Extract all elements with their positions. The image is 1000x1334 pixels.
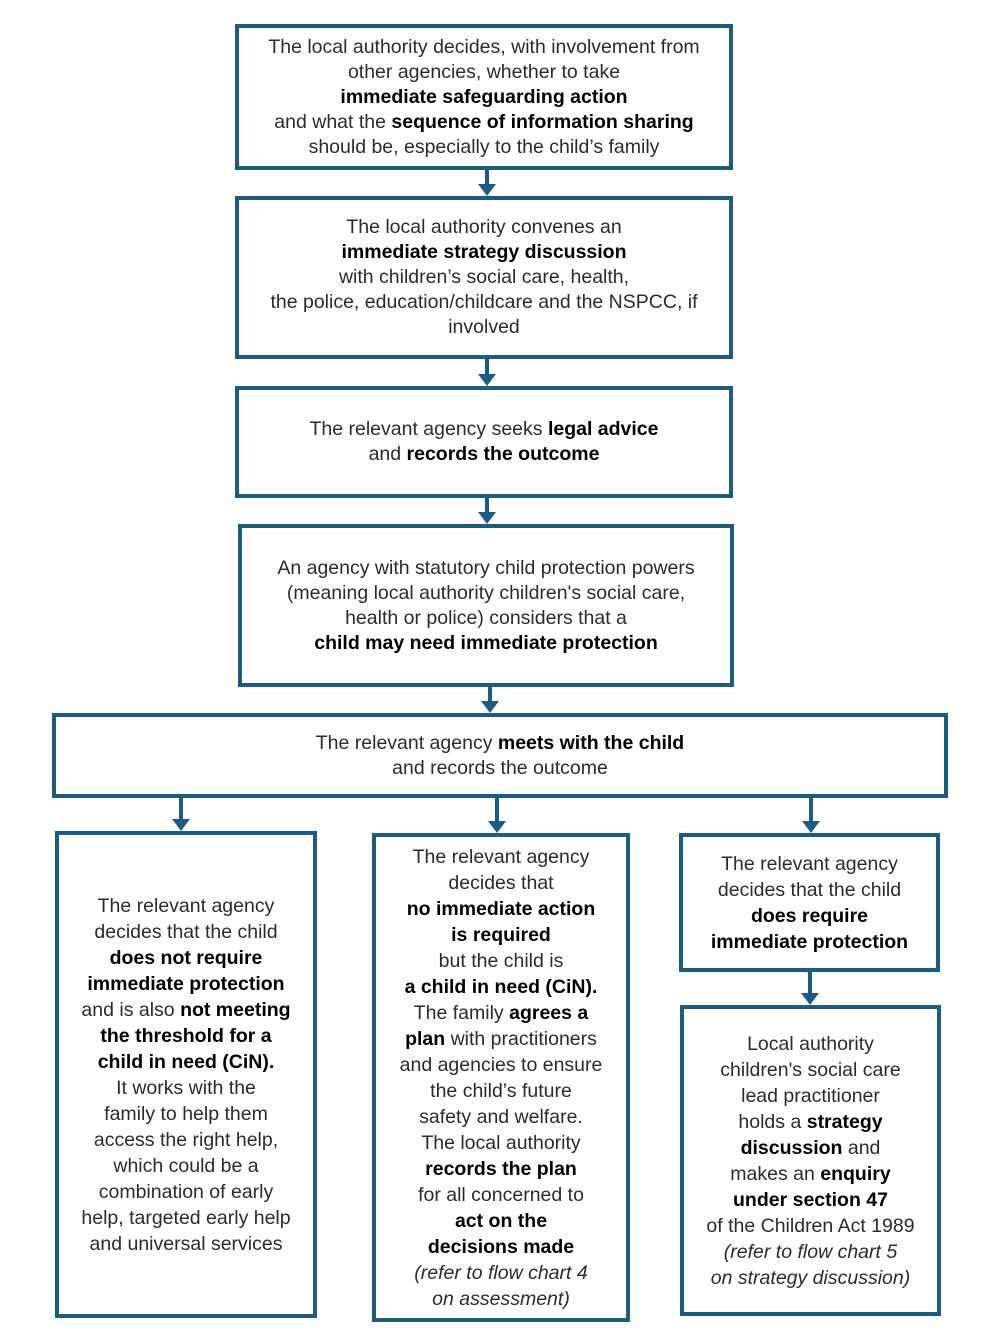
arrow-down-icon [801, 972, 819, 1005]
arrow-head-icon [478, 184, 496, 196]
arrow-head-icon [488, 821, 506, 833]
arrow-down-icon [478, 498, 496, 524]
flow-box-safeguarding-decision-text: The local authority decides, with involv… [268, 35, 700, 158]
arrow-stem [488, 687, 492, 701]
arrow-stem [179, 798, 183, 819]
flow-box-meets-child: The relevant agency meets with the child… [52, 713, 948, 798]
arrow-head-icon [802, 821, 820, 833]
arrow-down-icon [478, 170, 496, 196]
flow-box-statutory-powers: An agency with statutory child protectio… [238, 524, 734, 687]
arrow-stem [808, 972, 812, 993]
arrow-head-icon [172, 819, 190, 831]
arrow-stem [485, 498, 489, 512]
arrow-stem [809, 798, 813, 821]
arrow-head-icon [481, 701, 499, 713]
flow-box-safeguarding-decision: The local authority decides, with involv… [235, 24, 733, 170]
arrow-down-icon [172, 798, 190, 831]
flow-box-statutory-powers-text: An agency with statutory child protectio… [277, 556, 695, 654]
arrow-head-icon [478, 374, 496, 386]
arrow-down-icon [488, 798, 506, 833]
arrow-head-icon [801, 993, 819, 1005]
arrow-head-icon [478, 512, 496, 524]
arrow-down-icon [478, 359, 496, 386]
flow-box-meets-child-text: The relevant agency meets with the child… [315, 731, 685, 779]
arrow-down-icon [481, 687, 499, 713]
arrow-stem [495, 798, 499, 821]
arrow-down-icon [802, 798, 820, 833]
arrow-stem [485, 359, 489, 374]
arrow-stem [485, 170, 489, 184]
